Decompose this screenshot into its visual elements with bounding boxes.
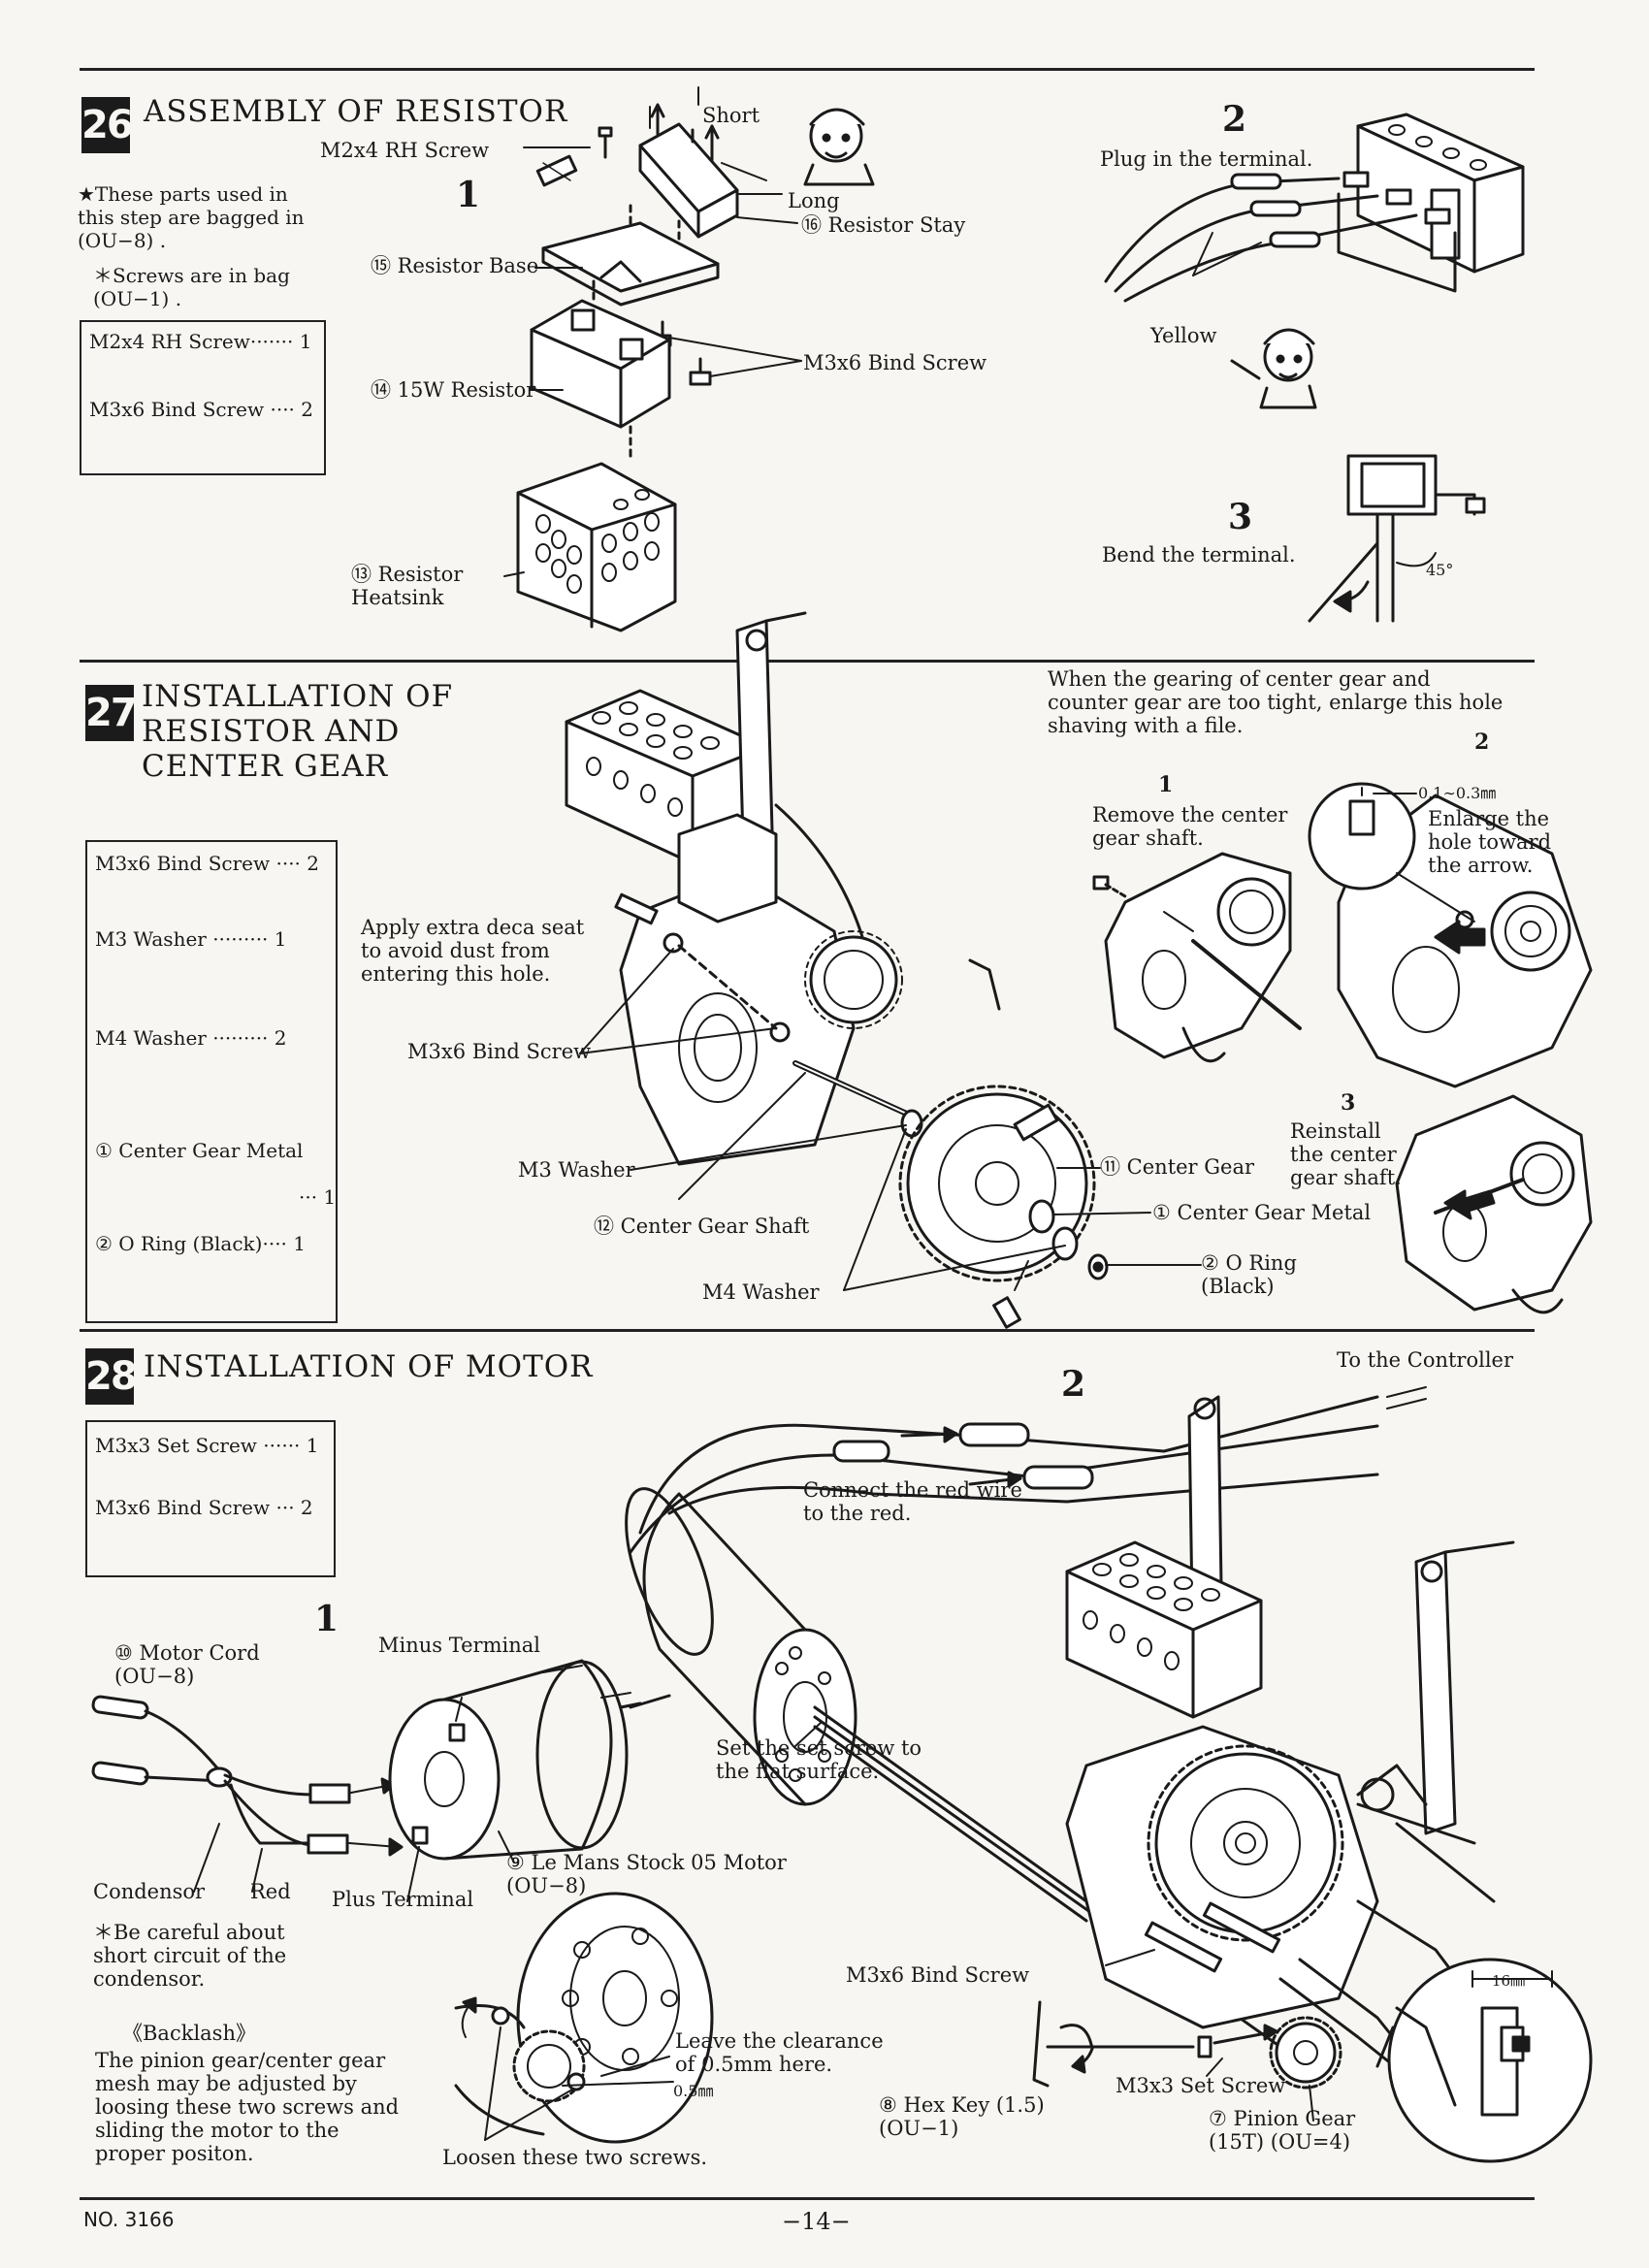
label-resistor-heatsink: ⑬ Resistor Heatsink — [351, 563, 464, 609]
motor-drawing — [388, 1659, 671, 1902]
label-backlash-text: The pinion gear∕center gear mesh may be … — [95, 2049, 400, 2165]
step-number-27: 27 — [85, 685, 138, 741]
remove-shaft-drawing — [1092, 852, 1302, 1063]
step-title-27: INSTALLATION OF RESISTOR AND CENTER GEAR — [142, 679, 454, 784]
label-resistor-stay: ⑯ Resistor Stay — [801, 213, 966, 237]
step-number-26: 26 — [81, 97, 134, 153]
screw-bag-note-26: ＊Screws are in bag (OU−1) . — [93, 264, 290, 310]
parts-item-center-gear-metal: ① Center Gear Metal — [95, 1139, 304, 1162]
parts-box-27: M3x6 Bind Screw ···· 2 M3 Washer ·······… — [85, 840, 338, 1323]
label-pinion-gear: ⑦ Pinion Gear (15T) (OU=4) — [1209, 2107, 1356, 2154]
parts-item-m4-washer: M4 Washer ········· 2 — [95, 1026, 287, 1050]
terminal-plug-drawing — [1104, 113, 1525, 409]
parts-item-m3x6-27: M3x6 Bind Screw ···· 2 — [95, 852, 319, 875]
label-m3x6-bind-screw-28: M3x6 Bind Screw — [846, 1963, 1030, 1987]
parts-item-m2x4: M2x4 RH Screw······· 1 — [89, 330, 312, 353]
label-loosen-screws: Loosen these two screws. — [442, 2146, 708, 2169]
label-plug-terminal: Plug in the terminal. — [1100, 147, 1313, 171]
label-m3x3-set-screw: M3x3 Set Screw — [1116, 2074, 1286, 2097]
step-2-number-28: 2 — [1061, 1364, 1086, 1405]
bottom-rule — [80, 2197, 1535, 2200]
label-resistor-base: ⑮ Resistor Base — [371, 254, 539, 277]
label-45-degree: 45° — [1426, 561, 1454, 579]
motor-cord-drawing — [91, 1695, 404, 1893]
label-gearing-note: When the gearing of center gear and coun… — [1048, 667, 1504, 737]
label-15w-resistor: ⑭ 15W Resistor — [371, 378, 536, 402]
resistor-assembly-drawing — [503, 86, 875, 632]
parts-item-m3-washer: M3 Washer ········· 1 — [95, 927, 287, 951]
bend-terminal-drawing — [1308, 454, 1486, 623]
label-m2x4-rh-screw: M2x4 RH Screw — [320, 139, 490, 162]
label-red: Red — [250, 1880, 291, 1903]
model-number: NO. 3166 — [83, 2208, 175, 2231]
label-05mm: 0.5㎜ — [673, 2082, 714, 2100]
label-m4-washer: M4 Washer — [702, 1280, 820, 1304]
reinstall-shaft-drawing — [1395, 1094, 1593, 1314]
label-yellow: Yellow — [1150, 324, 1217, 347]
label-connect-red-wire: Connect the red wire to the red. — [803, 1478, 1022, 1525]
label-center-gear-metal: ① Center Gear Metal — [1152, 1201, 1372, 1224]
label-hole-range: 0.1∼0.3㎜ — [1418, 784, 1497, 802]
substep-2-number-27: 2 — [1474, 729, 1490, 755]
label-minus-terminal: Minus Terminal — [378, 1634, 540, 1657]
step-number-28: 28 — [85, 1348, 138, 1405]
parts-item-m3x3-set-screw: M3x3 Set Screw ······ 1 — [95, 1434, 319, 1457]
label-plus-terminal: Plus Terminal — [332, 1888, 474, 1911]
label-center-gear: ⑪ Center Gear — [1100, 1155, 1255, 1179]
label-set-screw-flat: Set the set screw to the flat surface. — [716, 1736, 922, 1783]
page-number: −14− — [782, 2208, 851, 2235]
label-o-ring-black: ② O Ring (Black) — [1201, 1251, 1297, 1298]
label-to-controller: To the Controller — [1337, 1348, 1514, 1372]
step-3-number-26: 3 — [1228, 497, 1253, 537]
parts-item-center-gear-metal-qty: ··· 1 — [299, 1185, 337, 1209]
parts-item-o-ring: ② O Ring (Black)···· 1 — [95, 1232, 306, 1255]
label-center-gear-shaft: ⑫ Center Gear Shaft — [594, 1215, 810, 1238]
divider-26-27 — [80, 660, 1535, 663]
label-apply-deca-seat: Apply extra deca seat to avoid dust from… — [361, 916, 585, 986]
step-2-number-26: 2 — [1222, 99, 1247, 140]
label-leave-clearance: Leave the clearance of 0.5mm here. — [675, 2029, 884, 2076]
label-long: Long — [788, 189, 840, 212]
center-gear-assembly-drawing — [565, 611, 1202, 1329]
substep-3-number-27: 3 — [1341, 1090, 1356, 1116]
label-bend-terminal: Bend the terminal. — [1102, 543, 1296, 567]
label-careful-condensor: ＊Be careful about short circuit of the c… — [93, 1921, 287, 1991]
label-m3x6-bind-screw-26: M3x6 Bind Screw — [803, 351, 987, 374]
label-enlarge-hole: Enlarge the hole toward the arrow. — [1428, 807, 1552, 877]
label-motor-cord: ⑩ Motor Cord (OU−8) — [114, 1641, 260, 1688]
label-short: Short — [702, 104, 760, 127]
parts-box-26: M2x4 RH Screw······· 1 M3x6 Bind Screw ·… — [80, 320, 326, 475]
divider-27-28 — [80, 1329, 1535, 1332]
motor-install-drawing — [625, 1386, 1593, 2163]
step-1-number-26: 1 — [456, 175, 481, 215]
backlash-drawing — [454, 1892, 714, 2144]
label-m3x6-bind-screw-27: M3x6 Bind Screw — [407, 1040, 592, 1063]
bag-note-26: ★These parts used in this step are bagge… — [78, 182, 305, 252]
label-hex-key: ⑧ Hex Key (1.5) (OU−1) — [879, 2093, 1045, 2140]
label-m3-washer: M3 Washer — [518, 1158, 635, 1182]
parts-box-28: M3x3 Set Screw ······ 1 M3x6 Bind Screw … — [85, 1420, 336, 1577]
label-16mm: 16㎜ — [1492, 1972, 1526, 1990]
parts-item-m3x6: M3x6 Bind Screw ···· 2 — [89, 398, 313, 421]
label-reinstall-shaft: Reinstall the center gear shaft. — [1290, 1119, 1402, 1189]
step-title-28: INSTALLATION OF MOTOR — [144, 1349, 594, 1384]
step-1-number-28: 1 — [314, 1599, 340, 1639]
step-title-26: ASSEMBLY OF RESISTOR — [144, 94, 568, 129]
label-condensor: Condensor — [93, 1880, 206, 1903]
top-rule — [80, 68, 1535, 71]
label-le-mans-motor: ⑨ Le Mans Stock 05 Motor (OU−8) — [506, 1851, 787, 1897]
substep-1-number-27: 1 — [1158, 772, 1174, 797]
parts-item-m3x6-28: M3x6 Bind Screw ··· 2 — [95, 1496, 313, 1519]
label-backlash-heading: 《Backlash》 — [122, 2022, 256, 2045]
label-remove-shaft: Remove the center gear shaft. — [1092, 803, 1288, 850]
enlarge-hole-drawing — [1308, 782, 1593, 1088]
